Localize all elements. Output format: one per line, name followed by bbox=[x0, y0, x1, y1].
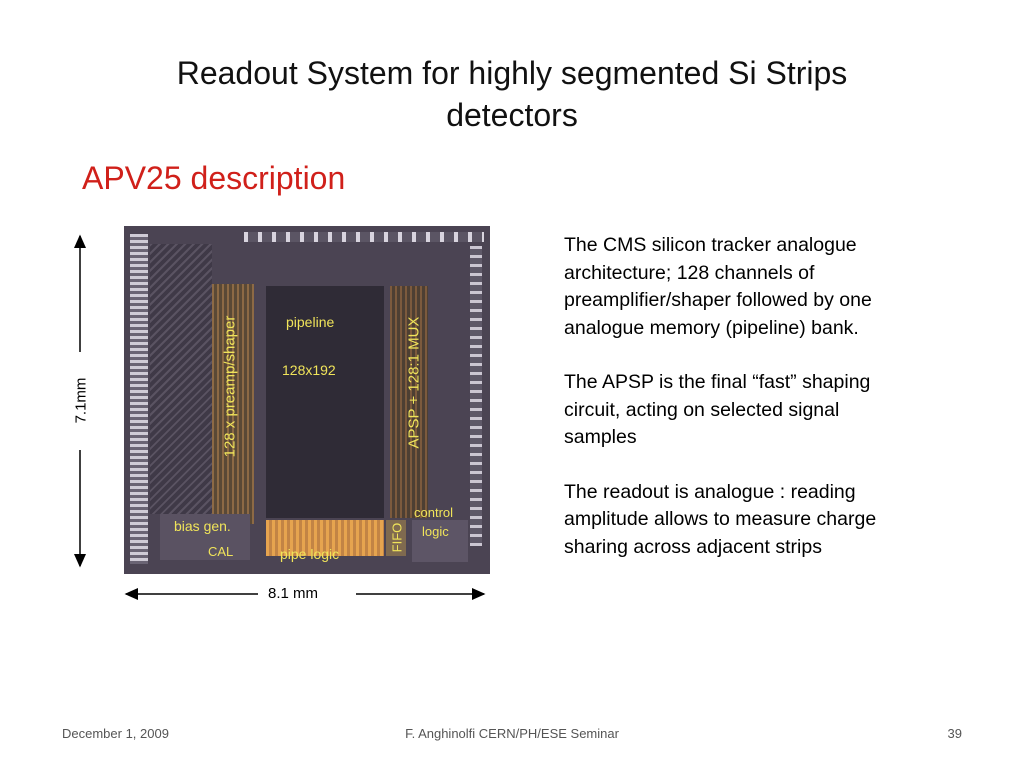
control-logic-block bbox=[412, 520, 468, 562]
logic-label: logic bbox=[422, 524, 449, 539]
routing-area bbox=[150, 244, 212, 514]
cal-label: CAL bbox=[208, 544, 234, 559]
chip-height-label: 7.1mm bbox=[72, 377, 90, 424]
control-label: control bbox=[414, 505, 454, 520]
description-text: The CMS silicon tracker analogue archite… bbox=[564, 232, 894, 588]
title-line-1: Readout System for highly segmented Si S… bbox=[176, 55, 848, 91]
fifo-label: FIFO bbox=[389, 522, 405, 553]
description-paragraph-1: The CMS silicon tracker analogue archite… bbox=[564, 234, 872, 339]
title-line-2: detectors bbox=[446, 97, 578, 133]
fifo-block bbox=[386, 520, 406, 556]
preamp-label: 128 x preamp/shaper bbox=[221, 315, 239, 458]
description-paragraph-2: The APSP is the final “fast” shaping cir… bbox=[564, 371, 871, 448]
chip-width-label: 8.1 mm bbox=[268, 585, 319, 602]
right-pad-column bbox=[470, 246, 482, 546]
footer-presenter: F. Anghinolfi CERN/PH/ESE Seminar bbox=[405, 726, 619, 741]
chip-die-image: pipeline 128x192 128 x preamp/shaper APS… bbox=[124, 226, 490, 574]
pipeline-label: pipeline bbox=[286, 314, 335, 330]
footer-date: December 1, 2009 bbox=[62, 726, 169, 741]
top-pad-row bbox=[244, 232, 484, 242]
slide-subtitle: APV25 description bbox=[82, 160, 346, 196]
slide-title: Readout System for highly segmented Si S… bbox=[100, 52, 924, 136]
pipe-logic-label: pipe logic bbox=[280, 546, 340, 562]
preamp-block bbox=[212, 284, 254, 524]
footer-page-number: 39 bbox=[947, 726, 962, 741]
pipeline-size-label: 128x192 bbox=[282, 362, 336, 378]
pipeline-block bbox=[266, 286, 384, 518]
bias-gen-label: bias gen. bbox=[174, 518, 231, 534]
left-pad-column bbox=[130, 234, 148, 564]
apsp-block bbox=[390, 286, 428, 518]
pipe-logic-block bbox=[266, 520, 384, 556]
description-paragraph-3: The readout is analogue : reading amplit… bbox=[564, 480, 877, 558]
bias-gen-block bbox=[160, 514, 250, 560]
apsp-label: APSP + 128:1 MUX bbox=[405, 316, 423, 449]
